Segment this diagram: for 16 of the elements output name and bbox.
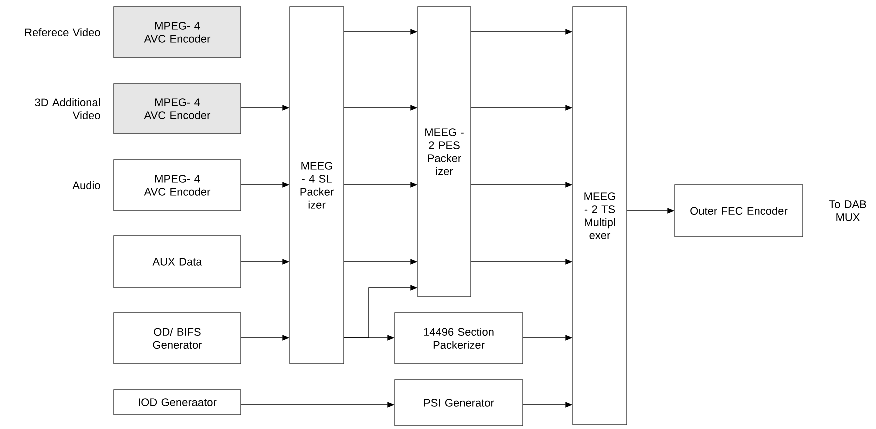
generator-box: PSI Generator [394,380,524,426]
packetizer-box: MEEG - 4 SL Packer izer [290,6,344,364]
data-box: AUX Data [114,236,242,288]
encoder-box: MPEG- 4 AVC Encoder [114,160,242,212]
packetizer-box: 14496 Section Packerizer [394,312,524,364]
encoder-box: MPEG- 4 AVC Encoder [114,84,242,134]
generator-box: OD/ BIFS Generator [114,312,242,364]
generator-box: IOD Generaator [114,390,242,416]
packetizer-box: MEEG - 2 PES Packer izer [418,6,472,298]
input-label: 3D Additional Video [35,98,100,120]
encoder-box: MPEG- 4 AVC Encoder [114,6,242,58]
multiplexer-box: MEEG - 2 TS Multipl exer [572,6,628,426]
output-label: To DAB MUX [829,200,866,222]
encoder-box: Outer FEC Encoder [674,184,804,238]
input-label: Referece Video [25,28,100,37]
input-label: Audio [72,181,100,190]
